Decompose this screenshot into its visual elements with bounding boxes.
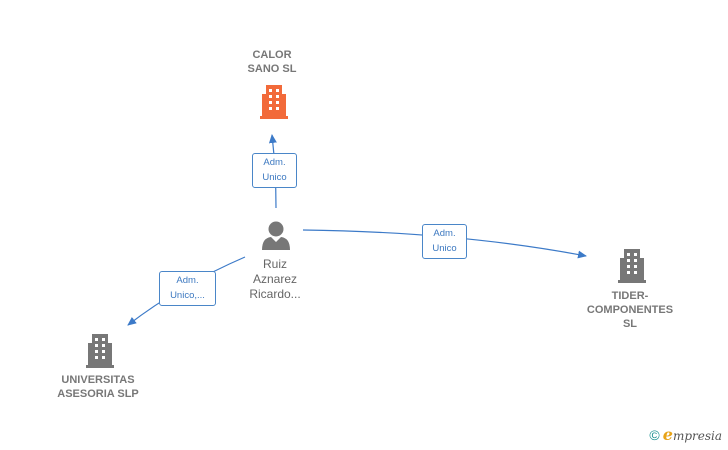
building-icon[interactable] bbox=[259, 85, 289, 119]
brand-logo: © empresia bbox=[649, 425, 722, 444]
company-label-calor-sano[interactable]: CALOR SANO SL bbox=[247, 49, 297, 75]
edge-label-to-universitas[interactable]: Adm. Unico,... bbox=[159, 271, 216, 306]
building-icon[interactable] bbox=[86, 334, 114, 368]
company-label-tider[interactable]: TIDER- COMPONENTES SL bbox=[586, 290, 674, 330]
brand-name: mpresia bbox=[672, 429, 722, 443]
brand-mark: e bbox=[662, 425, 673, 444]
company-label-universitas[interactable]: UNIVERSITAS ASESORIA SLP bbox=[57, 374, 139, 400]
copyright-icon: © bbox=[649, 426, 660, 443]
person-label[interactable]: Ruiz Aznarez Ricardo... bbox=[249, 257, 301, 301]
building-icon[interactable] bbox=[618, 249, 646, 283]
edge-label-to-calor[interactable]: Adm. Unico bbox=[252, 153, 297, 188]
person-icon[interactable] bbox=[262, 221, 290, 251]
edge-label-to-tider[interactable]: Adm. Unico bbox=[422, 224, 467, 259]
